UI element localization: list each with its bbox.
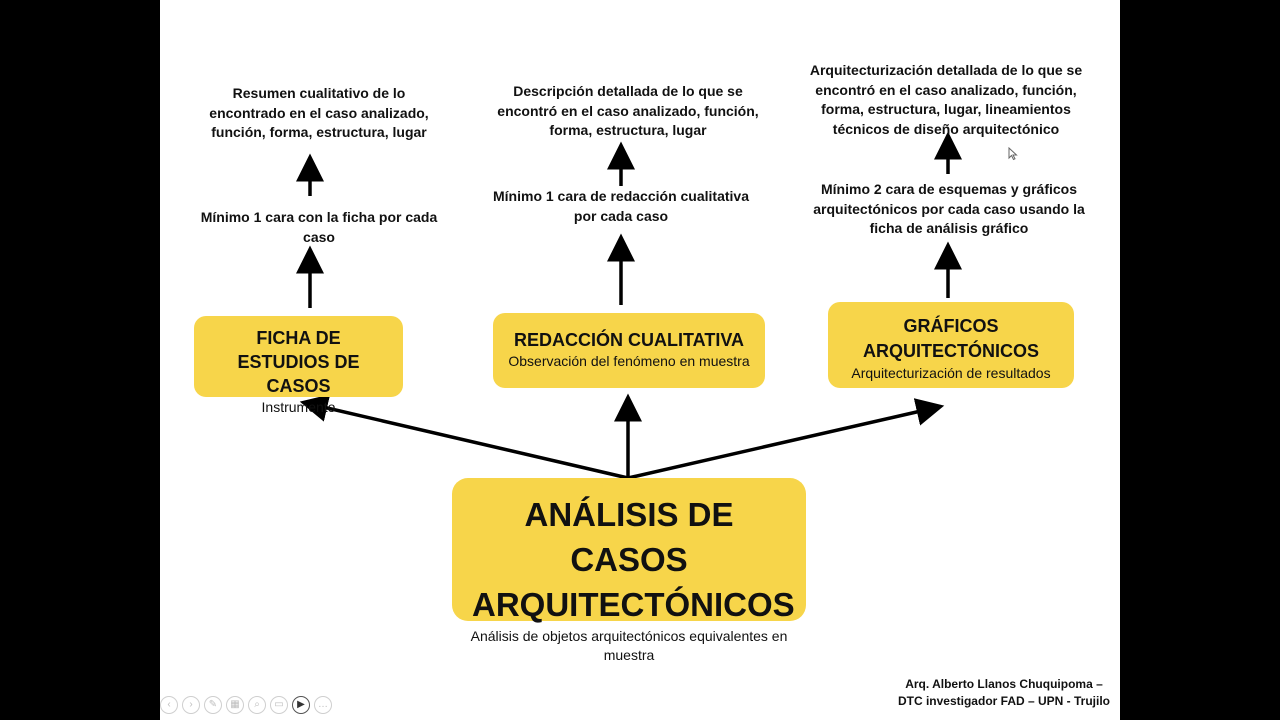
box-graficos-subtitle: Arquitecturización de resultados [851, 365, 1051, 381]
main-box-subtitle: Análisis de objetos arquitectónicos equi… [470, 628, 788, 663]
main-box-title: ANÁLISIS DE CASOS ARQUITECTÓNICOS [472, 496, 795, 623]
cursor-icon [1008, 147, 1018, 161]
presentation-toolbar: ‹ › ✎ ▦ ⌕ ▭ ▶ … [160, 696, 332, 718]
more-icon[interactable]: … [314, 696, 332, 714]
next-icon[interactable]: › [182, 696, 200, 714]
mid-text-right: Mínimo 2 cara de esquemas y gráficos arq… [813, 181, 1085, 236]
box-graficos-title: GRÁFICOS ARQUITECTÓNICOS [862, 316, 1039, 361]
mid-text-left: Mínimo 1 cara con la ficha por cada caso [200, 209, 438, 245]
box-ficha-subtitle: Instrumento [261, 399, 336, 415]
slides-icon[interactable]: ▦ [226, 696, 244, 714]
mid-text-center: Mínimo 1 cara de redacción cualitativa p… [493, 188, 749, 224]
main-box-analisis-casos: ANÁLISIS DE CASOS ARQUITECTÓNICOS Anális… [452, 478, 806, 663]
credit-line-2: DTC investigador FAD – UPN - Trujilo [897, 694, 1110, 708]
zoom-icon[interactable]: ⌕ [248, 696, 266, 714]
arrow-to-right-box [627, 398, 945, 480]
arrow-to-left-box [299, 394, 629, 480]
box-ficha-title: FICHA DE ESTUDIOS DE CASOS [237, 328, 360, 396]
box-redaccion-subtitle: Observación del fenómeno en muestra [508, 353, 750, 369]
connector-arrows [296, 131, 962, 480]
slide: Resumen cualitativo de lo encontrado en … [160, 0, 1120, 720]
prev-icon[interactable]: ‹ [160, 696, 178, 714]
top-text-center: Descripción detallada de lo que se encon… [497, 83, 759, 138]
top-text-right: Arquitecturización detallada de lo que s… [809, 62, 1083, 137]
camera-icon[interactable]: ▶ [292, 696, 310, 714]
author-credit: Arq. Alberto Llanos Chuquipoma – DTC inv… [898, 676, 1110, 710]
credit-line-1: Arq. Alberto Llanos Chuquipoma – [905, 677, 1103, 691]
box-redaccion-title: REDACCIÓN CUALITATIVA [514, 330, 744, 350]
top-text-left: Resumen cualitativo de lo encontrado en … [209, 85, 429, 140]
box-redaccion-cualitativa: REDACCIÓN CUALITATIVA Observación del fe… [493, 313, 765, 388]
pen-icon[interactable]: ✎ [204, 696, 222, 714]
subtitles-icon[interactable]: ▭ [270, 696, 288, 714]
box-graficos-arquitectonicos: GRÁFICOS ARQUITECTÓNICOS Arquitecturizac… [828, 302, 1074, 388]
box-ficha-estudios: FICHA DE ESTUDIOS DE CASOS Instrumento [194, 316, 403, 415]
